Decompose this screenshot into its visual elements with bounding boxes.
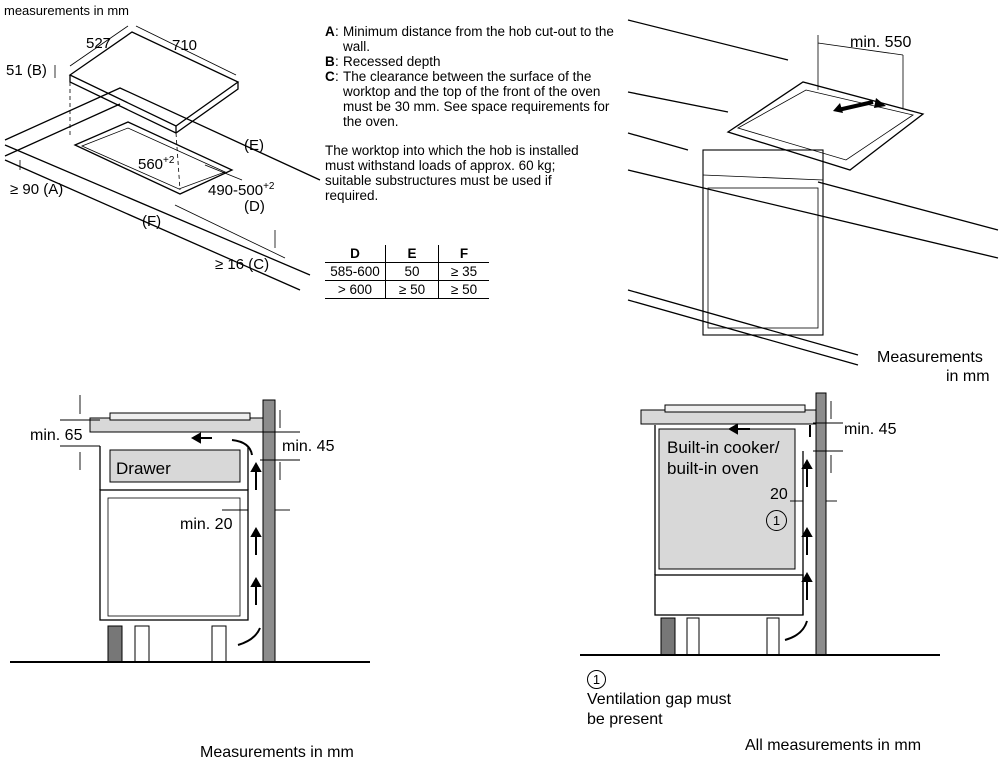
cutout	[73, 121, 234, 195]
dimension-table: D E F 585-600 50 ≥ 35 > 600 ≥ 50 ≥ 50	[325, 245, 489, 299]
legend-line2: be present	[587, 711, 663, 728]
oven-cabinet-diagram	[580, 392, 940, 656]
hob-cutout-diagram	[4, 25, 321, 291]
drawer-label: Drawer	[116, 459, 171, 478]
oven-min-45-label: min. 45	[844, 421, 897, 438]
table-header: D E F	[325, 245, 489, 263]
dim-e: (E)	[244, 137, 264, 154]
worktop-note: The worktop into which the hob is instal…	[325, 143, 579, 203]
min-65-label: min. 65	[30, 427, 83, 444]
marker-1: 1	[766, 510, 787, 531]
min-550-label: min. 550	[850, 34, 912, 51]
cutout-width: 560+2	[138, 155, 175, 173]
dim-d: (D)	[244, 198, 265, 215]
cutout-depth: 490-500+2	[208, 181, 275, 199]
worktop-cutout	[726, 81, 925, 171]
min-45-label: min. 45	[282, 438, 335, 455]
worktop	[4, 87, 321, 181]
top-right-caption-line2: in mm	[946, 368, 990, 385]
top-right-caption-line1: Measurements	[877, 349, 983, 366]
dim-a: ≥ 90 (A)	[10, 181, 64, 198]
table-row: > 600 ≥ 50 ≥ 50	[325, 280, 489, 299]
notes-block: A:Minimum distance from the hob cut-out …	[325, 24, 625, 203]
wall	[262, 399, 276, 663]
bottom-left-caption: Measurements in mm	[200, 744, 354, 761]
oven-label-line2: built-in oven	[667, 459, 759, 478]
oven-label-line1: Built-in cooker/	[667, 438, 780, 457]
top-left-title: measurements in mm	[4, 3, 129, 18]
table-row: 585-600 50 ≥ 35	[325, 262, 489, 281]
wall	[815, 392, 827, 656]
hob-width-527: 527	[86, 35, 112, 52]
bottom-right-caption: All measurements in mm	[745, 737, 922, 754]
hob-length-710: 710	[172, 37, 198, 54]
note-b: B:Recessed depth	[325, 54, 441, 69]
hob-section	[664, 404, 806, 413]
note-a: A:Minimum distance from the hob cut-out …	[325, 24, 614, 54]
dim-c: ≥ 16 (C)	[215, 256, 270, 273]
note-c: C:The clearance between the surface of t…	[325, 69, 610, 129]
drawer-box	[109, 449, 241, 483]
min-20-label: min. 20	[180, 516, 233, 533]
oven-box	[658, 428, 796, 570]
legend-line1: Ventilation gap must	[587, 691, 732, 708]
dim-b: 51 (B)	[6, 62, 47, 79]
hob-section	[109, 412, 251, 421]
legend-marker-1: 1	[587, 670, 606, 689]
gap-20-label: 20	[770, 486, 788, 503]
perspective-installation-diagram	[627, 19, 999, 366]
drawer-cabinet-diagram	[10, 395, 370, 663]
dim-f: (F)	[142, 213, 162, 230]
